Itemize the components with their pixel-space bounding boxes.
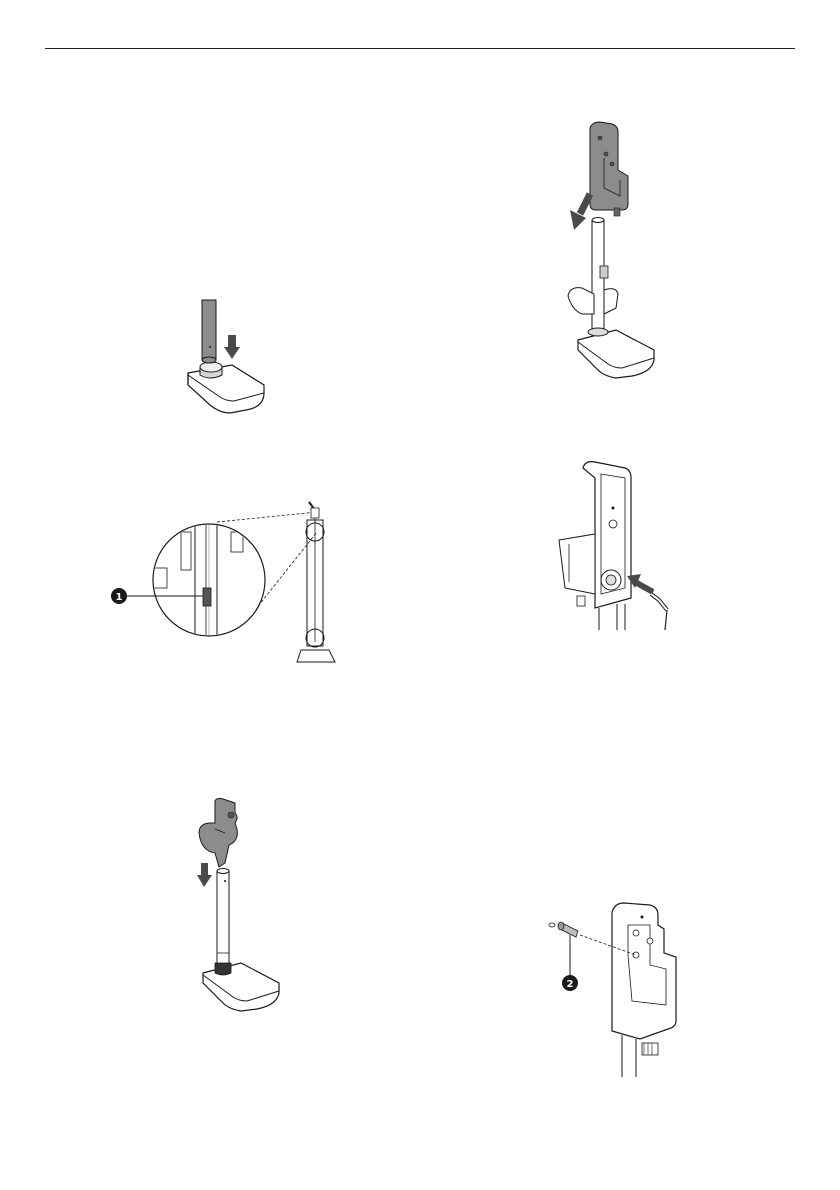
screw-illustration: 2 bbox=[540, 895, 685, 1080]
fig-attach-charger-holder bbox=[560, 118, 665, 383]
header-rule bbox=[45, 48, 795, 49]
fig-attach-accessory-holder bbox=[185, 793, 285, 1023]
cable-routing-illustration: 1 bbox=[105, 492, 355, 672]
power-cable-illustration bbox=[555, 458, 680, 633]
screw bbox=[549, 922, 578, 937]
fig-connect-power-cable bbox=[555, 458, 680, 633]
callout-2-label: 2 bbox=[567, 979, 574, 990]
down-arrow-icon bbox=[197, 863, 212, 887]
power-plug bbox=[651, 594, 667, 630]
fig-cable-routing-detail: 1 bbox=[105, 492, 355, 672]
charger-holder-illustration bbox=[560, 118, 665, 383]
callout-2-badge: 2 bbox=[562, 975, 578, 991]
stand-overview bbox=[297, 502, 335, 662]
fig-insert-pole-into-base bbox=[180, 295, 270, 420]
callout-1-label: 1 bbox=[116, 592, 123, 603]
down-arrow-icon bbox=[224, 335, 240, 359]
down-arrow-icon bbox=[570, 194, 590, 230]
accessory-holder-illustration bbox=[185, 793, 285, 1023]
callout-1-badge: 1 bbox=[111, 588, 127, 604]
fig-insert-screw: 2 bbox=[540, 895, 685, 1080]
pole-base-illustration bbox=[180, 295, 270, 420]
